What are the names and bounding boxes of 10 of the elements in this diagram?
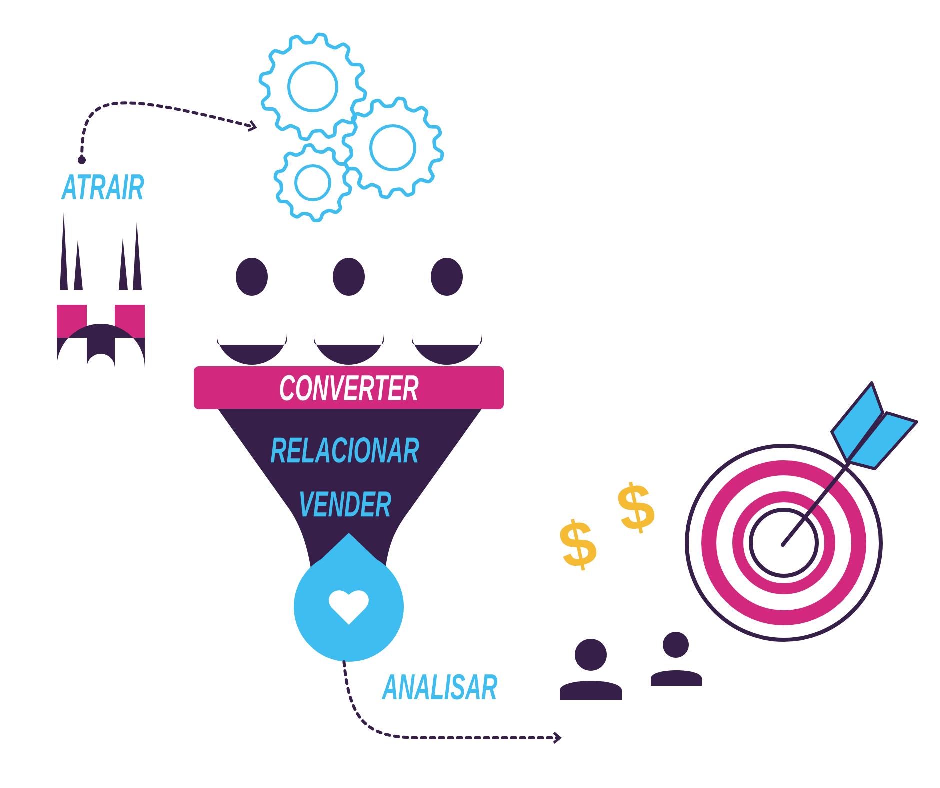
- dollar-sign: $: [560, 519, 597, 571]
- gears-drawing: [258, 32, 444, 223]
- drop-heart-icon: [294, 533, 404, 662]
- stage-label: ATRAIR: [61, 174, 144, 200]
- edge-label: ANALISAR: [381, 673, 499, 701]
- dotted-arrow: [78, 102, 258, 164]
- stage-band: CONVERTER: [194, 366, 504, 410]
- funnel: RELACIONAR VENDER: [218, 409, 482, 575]
- dotted-arrow: [342, 660, 562, 744]
- dollar-sign: $: [618, 482, 655, 534]
